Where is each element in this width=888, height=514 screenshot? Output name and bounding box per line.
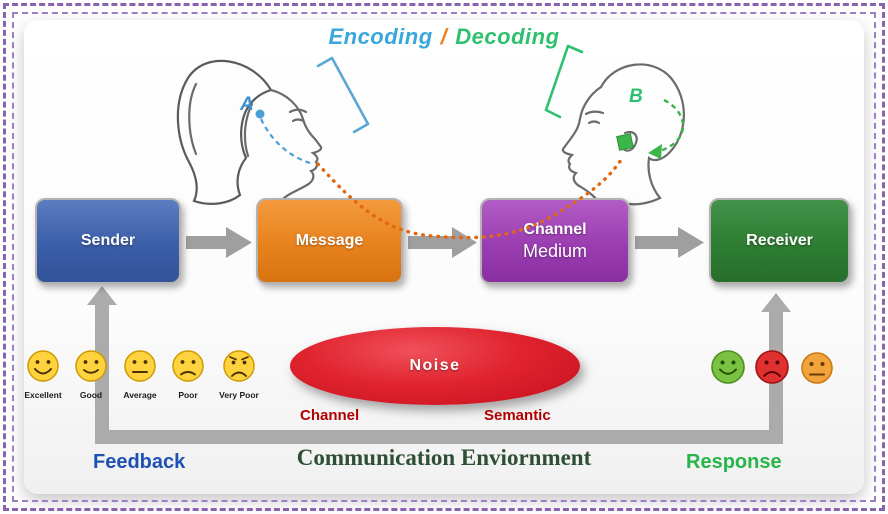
rating-excellent: Excellent [15, 348, 71, 400]
happy-face-icon [711, 350, 745, 384]
speaker-head-icon [176, 59, 323, 205]
decoding-title: Decoding [455, 24, 560, 49]
neutral-face-icon [124, 350, 156, 382]
encoding-bracket-icon [316, 56, 370, 134]
message-label: Message [295, 232, 364, 249]
receiver-label: Receiver [746, 232, 813, 249]
noise-ellipse: Noise [290, 327, 580, 405]
environment-label: Communication Enviornment [296, 445, 592, 470]
neutral-face-icon [801, 352, 833, 384]
sad-face-icon [172, 350, 204, 382]
receiver-box: Receiver [709, 198, 850, 284]
rating-label: Excellent [24, 390, 62, 400]
happy-face-icon [75, 350, 107, 382]
title-encoding-decoding: Encoding / Decoding [0, 24, 888, 50]
response-face-neutral [799, 350, 835, 391]
sender-label: Sender [80, 232, 136, 249]
rating-very-poor: Very Poor [211, 348, 267, 400]
listener-head-icon [561, 63, 685, 207]
sad-face-icon [755, 350, 789, 384]
very-sad-face-icon [223, 350, 255, 382]
feedback-label: Feedback [93, 451, 186, 473]
response-face-happy [709, 348, 747, 391]
medium-label: Medium [522, 240, 588, 261]
rating-label: Poor [178, 390, 198, 400]
title-separator: / [440, 24, 448, 49]
response-face-sad [753, 348, 791, 391]
response-label: Response [686, 451, 782, 473]
rating-good: Good [63, 348, 119, 400]
person-b-label: B [629, 86, 643, 107]
rating-label: Very Poor [219, 390, 259, 400]
feedback-loop-arrow-icon [87, 286, 791, 444]
encoding-title: Encoding [328, 24, 433, 49]
rating-label: Good [79, 390, 103, 400]
channel-box: Channel Medium [480, 198, 630, 284]
decoding-bracket-icon [544, 44, 584, 119]
very-happy-face-icon [27, 350, 59, 382]
sender-box: Sender [35, 198, 181, 284]
person-a-label: A [240, 94, 254, 115]
noise-type-semantic: Semantic [484, 407, 551, 424]
rating-poor: Poor [160, 348, 216, 400]
rating-average: Average [112, 348, 168, 400]
channel-label: Channel [523, 220, 587, 238]
rating-label: Average [123, 390, 157, 400]
message-box: Message [256, 198, 403, 284]
noise-type-channel: Channel [300, 407, 360, 424]
noise-label: Noise [409, 357, 461, 374]
